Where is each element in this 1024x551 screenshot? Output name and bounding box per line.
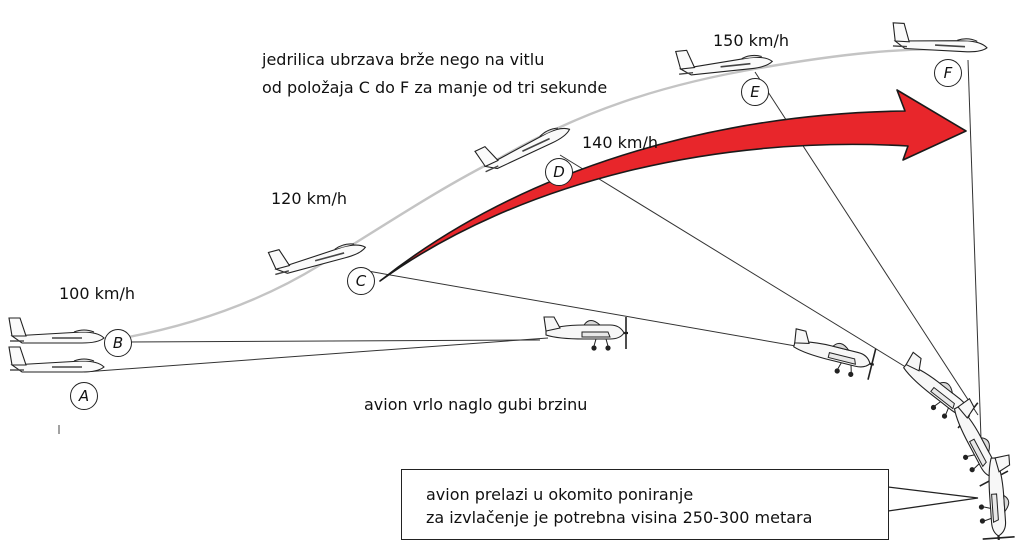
- position-marker-a: A: [70, 382, 98, 410]
- position-marker-c: C: [347, 267, 375, 295]
- callout-line-1: avion prelazi u okomito poniranje: [426, 485, 694, 504]
- callout-pointer: [887, 486, 979, 512]
- glider-note-line-1: jedrilica ubrzava brže nego na vitlu: [262, 50, 545, 69]
- glider-icon-b: [8, 317, 105, 344]
- position-marker-f: F: [934, 59, 962, 87]
- plane-speed-note: avion vrlo naglo gubi brzinu: [364, 395, 588, 414]
- position-marker-d: D: [545, 158, 573, 186]
- callout-line-2: za izvlačenje je potrebna visina 250-300…: [426, 508, 813, 527]
- tow-plane-icon-2: [786, 327, 879, 383]
- position-marker-b: B: [104, 329, 132, 357]
- speed-label-140: 140 km/h: [582, 133, 659, 152]
- glider-icon-a: [8, 346, 105, 373]
- speed-label-150: 150 km/h: [713, 31, 790, 50]
- tow-plane-icon-1: [542, 315, 630, 352]
- speed-label-120: 120 km/h: [271, 189, 348, 208]
- dive-callout-box: avion prelazi u okomito poniranje za izv…: [401, 469, 889, 540]
- glider-icon-f: [891, 22, 989, 54]
- red-curved-arrow-icon: [379, 89, 967, 282]
- glider-note-line-2: od položaja C do F za manje od tri sekun…: [262, 78, 608, 97]
- position-marker-e: E: [741, 78, 769, 106]
- speed-label-100: 100 km/h: [59, 284, 136, 303]
